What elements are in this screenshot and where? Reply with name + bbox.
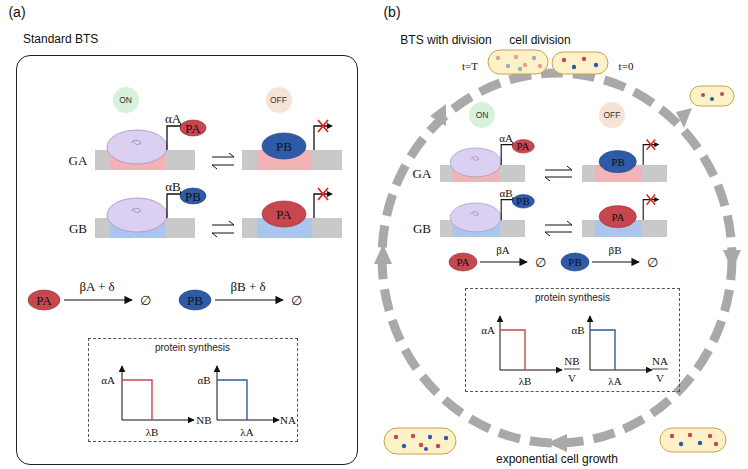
panel-title: BTS with division xyxy=(400,34,491,46)
state-label: OFF xyxy=(270,95,287,105)
protein-label: PA xyxy=(276,208,291,221)
protein-label: PB xyxy=(276,140,292,153)
state-circle: ON xyxy=(469,102,495,128)
null-symbol: ∅ xyxy=(291,294,302,307)
panel-box: Standard BTSONOFFprotein synthesis xyxy=(16,55,358,465)
axis-label: NA xyxy=(652,356,668,367)
inset-title: protein synthesis xyxy=(89,342,297,353)
axis-label: αB xyxy=(571,325,584,336)
protein-label: PB xyxy=(516,196,529,207)
time-label: t=0 xyxy=(619,61,634,72)
state-label: ON xyxy=(476,110,489,120)
protein-label: PB xyxy=(611,157,624,168)
rate-label: βB + δ xyxy=(230,280,265,293)
protein-label: PA xyxy=(36,294,51,307)
inset-box: protein synthesis xyxy=(88,338,298,442)
axis-label: λB xyxy=(519,376,532,387)
null-symbol: ∅ xyxy=(140,294,151,307)
protein-label: PA xyxy=(185,122,200,135)
gene-label: GA xyxy=(69,154,88,167)
rate-label: αA xyxy=(165,112,181,125)
time-label: t=T xyxy=(462,61,478,72)
gene-label: GB xyxy=(69,222,87,235)
rate-label: βA + δ xyxy=(79,280,114,293)
panel-letter: (b) xyxy=(383,5,400,19)
null-symbol: ∅ xyxy=(535,256,546,269)
axis-label: αA xyxy=(101,375,115,386)
axis-label: V xyxy=(656,373,664,384)
state-circle: OFF xyxy=(266,87,292,113)
state-circle: ON xyxy=(113,87,139,113)
gene-label: GA xyxy=(413,167,432,180)
axis-label: λA xyxy=(608,376,621,387)
stage-label: cell division xyxy=(509,34,570,46)
protein-label: PB xyxy=(185,190,201,203)
protein-label: PA xyxy=(456,257,469,268)
axis-label: λB xyxy=(146,427,159,438)
inset-title: protein synthesis xyxy=(466,292,679,303)
rate-label: βA xyxy=(496,245,510,256)
state-label: OFF xyxy=(604,110,621,120)
axis-label: αB xyxy=(197,375,210,386)
stage-label: exponential cell growth xyxy=(496,453,618,465)
rate-label: αA xyxy=(499,133,513,144)
protein-label: PA xyxy=(516,141,529,152)
panel-letter: (a) xyxy=(8,5,25,19)
axis-label: NB xyxy=(564,356,579,367)
protein-label: PB xyxy=(568,257,581,268)
axis-label: αA xyxy=(481,325,495,336)
rate-label: βB xyxy=(609,245,622,256)
axis-label: NB xyxy=(196,415,211,426)
axis-label: V xyxy=(568,373,576,384)
axis-label: λA xyxy=(240,427,253,438)
null-symbol: ∅ xyxy=(647,256,658,269)
gene-label: GB xyxy=(413,222,431,235)
protein-label: PA xyxy=(611,212,624,223)
axis-label: NA xyxy=(280,415,296,426)
rate-label: αB xyxy=(165,180,180,193)
panel-title: Standard BTS xyxy=(23,32,98,46)
rate-label: αB xyxy=(499,188,512,199)
protein-label: PB xyxy=(187,294,203,307)
state-circle: OFF xyxy=(599,102,625,128)
state-label: ON xyxy=(119,95,132,105)
